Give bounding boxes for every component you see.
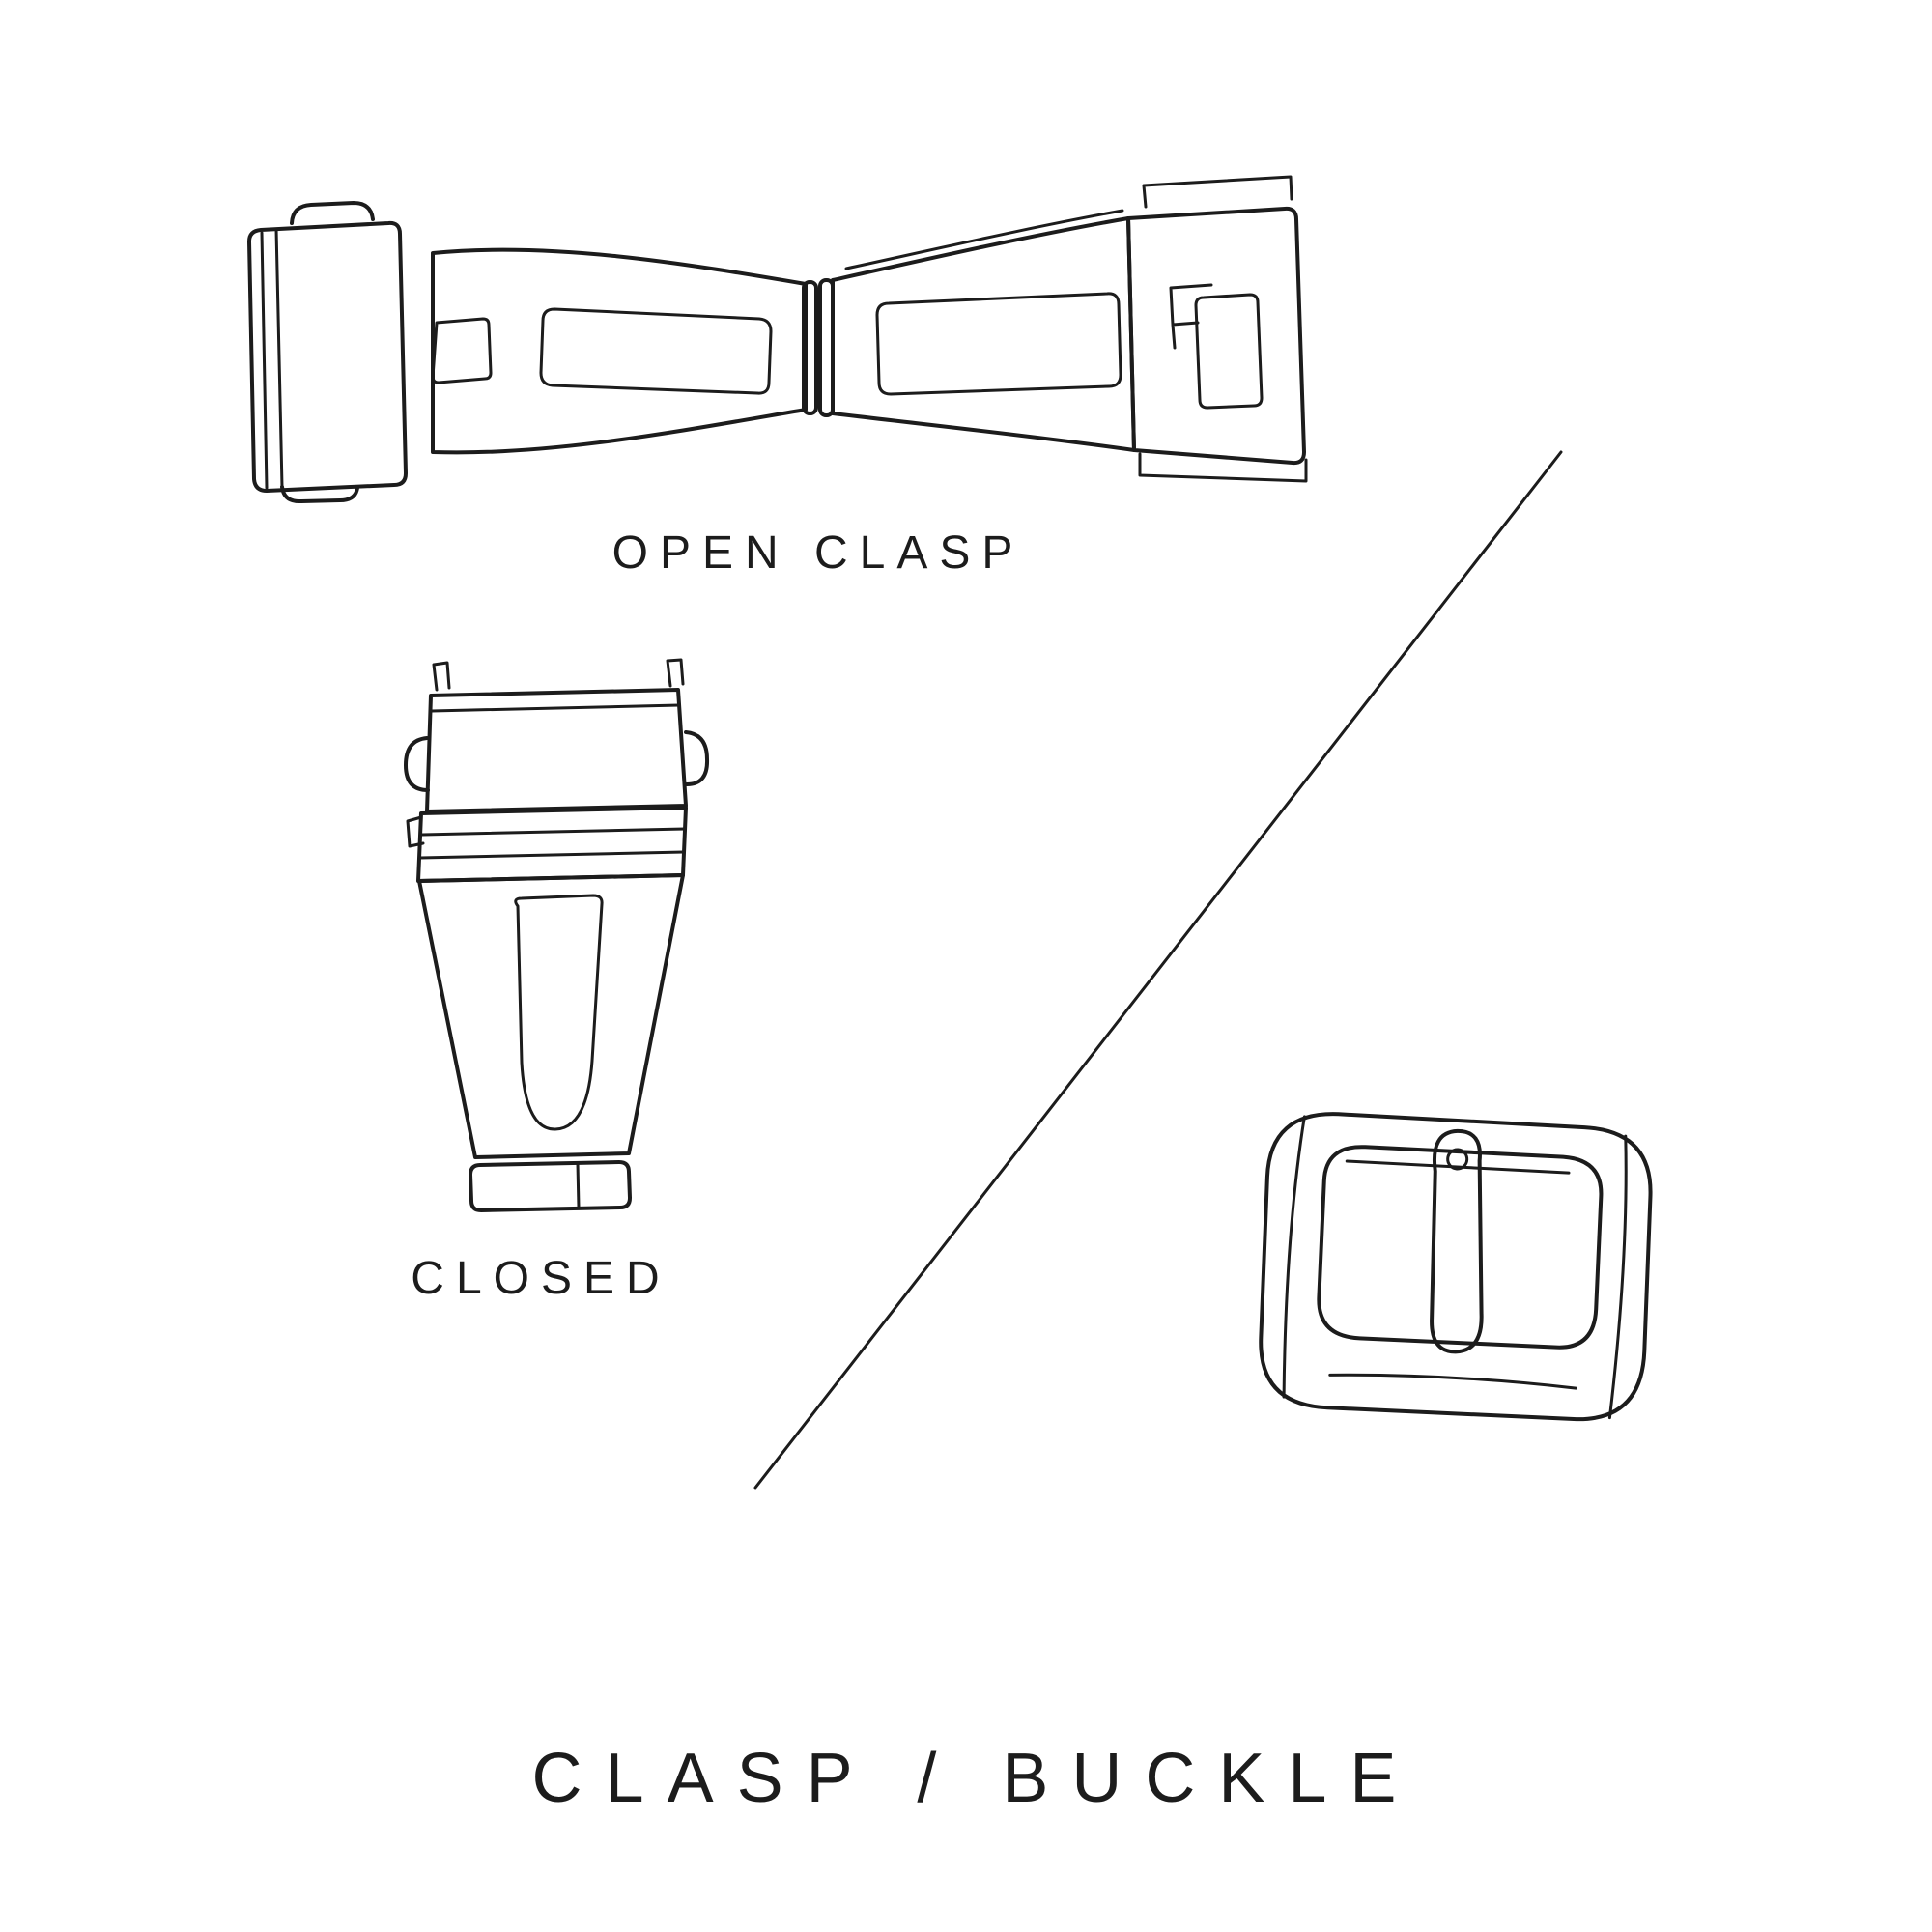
clasp-left-cover [247, 220, 408, 493]
clasp-right-bottom-step [1138, 452, 1308, 483]
buckle-tang [1430, 1128, 1484, 1354]
clasp-left-cover-fold-line [274, 227, 284, 489]
buckle-frame-opening [1317, 1145, 1604, 1350]
closed-foot [469, 1160, 632, 1212]
closed-band [416, 806, 688, 883]
open-clasp-caption: OPEN CLASP [611, 527, 1025, 579]
clasp-right-window [875, 292, 1122, 396]
buckle-right-edge-line [1607, 1134, 1628, 1420]
buckle-tang-loop [1446, 1148, 1469, 1171]
closed-band-line-2 [418, 850, 686, 860]
clasp-left-window [539, 307, 773, 395]
clasp-right-top-step [1142, 175, 1293, 209]
clasp-left-cover-bottom-tab [280, 485, 359, 504]
buckle-pin-bar [1345, 1159, 1571, 1175]
buckle-illustration [1259, 1112, 1653, 1422]
buckle-band-curve [1328, 1373, 1577, 1390]
closed-clasp-caption: CLOSED [411, 1253, 671, 1304]
page-title: CLASP / BUCKLE [531, 1740, 1420, 1817]
closed-band-line-1 [420, 827, 687, 837]
buckle-frame-outer [1259, 1112, 1653, 1422]
closed-side-tab-right [684, 730, 710, 786]
clasp-left-cover-top-tab [290, 201, 375, 225]
closed-foot-tick [576, 1162, 581, 1209]
closed-clasp-illustration [404, 658, 710, 1212]
closed-cover-top-line [430, 703, 681, 713]
open-clasp-illustration [247, 175, 1308, 504]
closed-prong-right [666, 658, 685, 688]
clasp-hinge-bar-1 [802, 280, 818, 415]
closed-prong-left [432, 661, 451, 692]
clasp-right-plate [1126, 206, 1306, 466]
clasp-left-cover-edge-line [260, 231, 269, 490]
clasp-left-hook [431, 317, 493, 384]
closed-body-window [514, 894, 604, 1131]
closed-side-tab-left [404, 736, 430, 792]
closed-band-notch [406, 815, 425, 848]
clasp-right-catch-hook [1169, 283, 1213, 350]
divider-line [753, 450, 1563, 1490]
clasp-right-cutout [1194, 293, 1264, 410]
closed-body [417, 873, 685, 1159]
clasp-right-fold-line [844, 209, 1124, 270]
buckle-left-edge-line [1282, 1115, 1306, 1399]
